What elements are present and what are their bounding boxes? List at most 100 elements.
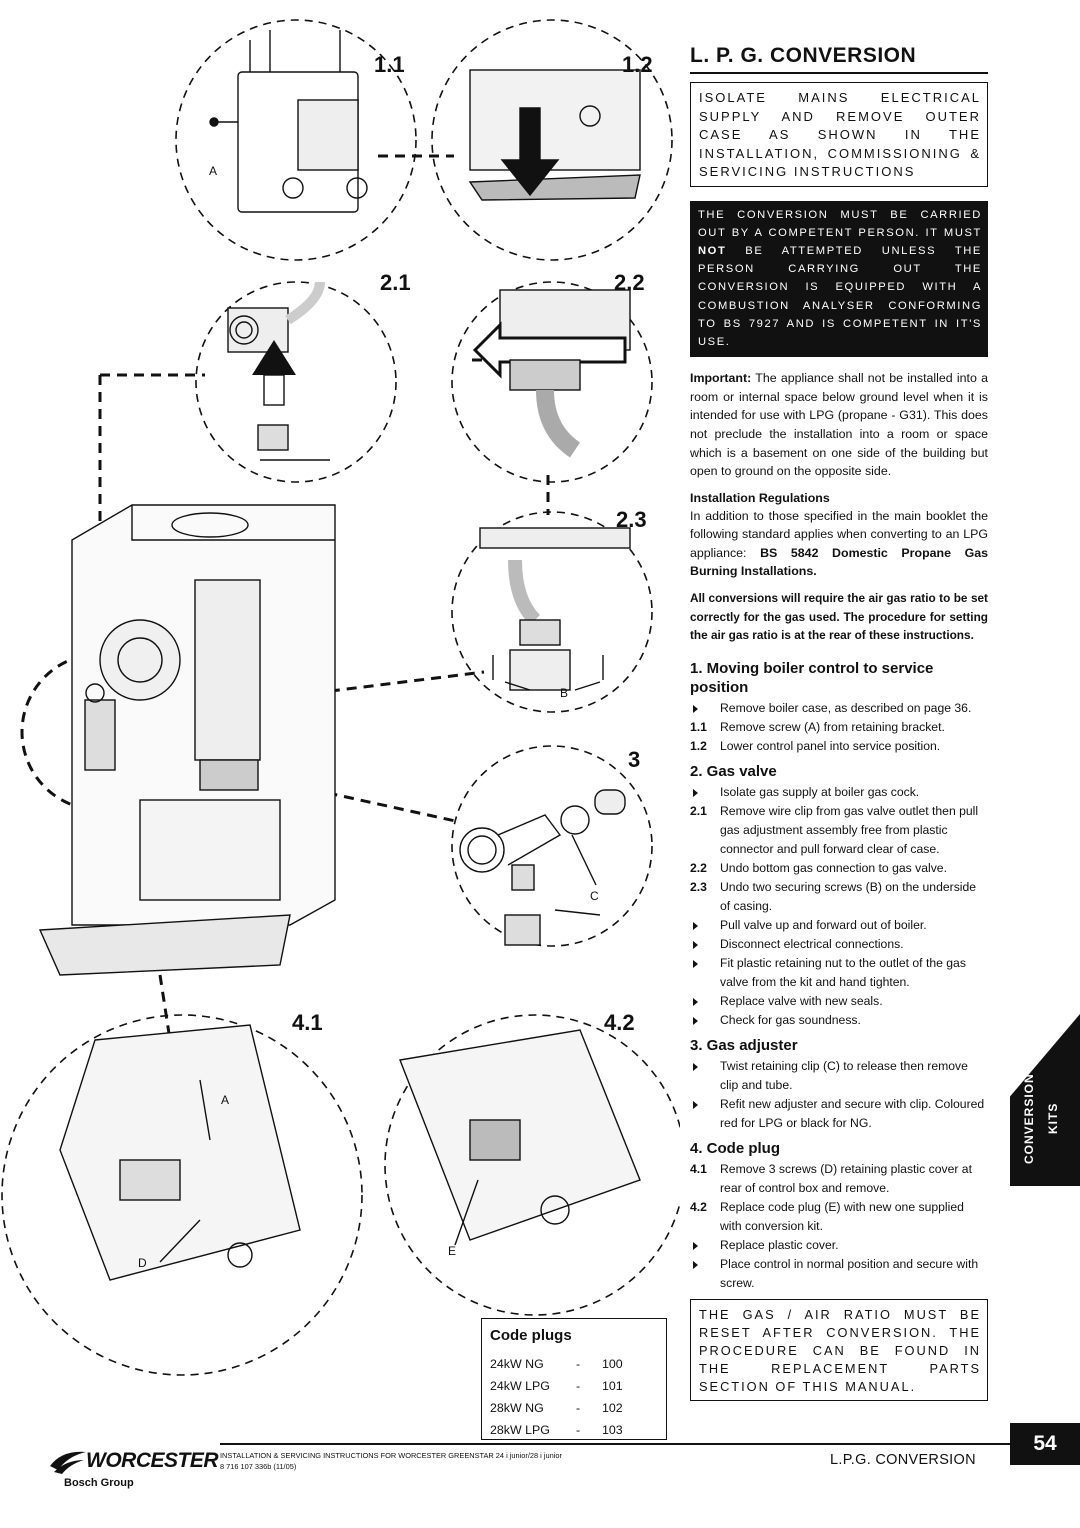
step-item: 2.1 Remove wire clip from gas valve outle… bbox=[690, 802, 988, 859]
step-text: Lower control panel into service positio… bbox=[720, 738, 941, 753]
bullet-arrow-icon bbox=[693, 1016, 698, 1025]
code-plug-row: 24kW LPG-101 bbox=[490, 1375, 642, 1397]
step-number: 2.2 bbox=[690, 860, 707, 875]
warning-text-before: THE CONVERSION MUST BE CARRIED OUT BY A … bbox=[698, 208, 982, 239]
step-text: Check for gas soundness. bbox=[720, 1012, 861, 1027]
step-number: 2.1 bbox=[690, 803, 707, 818]
code-plugs-box: Code plugs 24kW NG - 100 24kW LPG-101 28kW N… bbox=[481, 1318, 667, 1440]
regs-body: In addition to those specified in the ma… bbox=[690, 508, 988, 560]
code-plug-model: 24kW LPG bbox=[490, 1379, 550, 1393]
worcester-logo-icon bbox=[50, 1451, 86, 1474]
step-item: 1.2 Lower control panel into service posi… bbox=[690, 737, 988, 756]
step-text: Refit new adjuster and secure with clip.… bbox=[720, 1096, 985, 1130]
section-heading: 4. Code plug bbox=[690, 1139, 780, 1157]
footer-doc-title: INSTALLATION & SERVICING INSTRUCTIONS FO… bbox=[220, 1451, 562, 1460]
step-text: Twist retaining clip (C) to release then… bbox=[720, 1058, 968, 1092]
step-label-1-2: 1.2 bbox=[622, 52, 653, 77]
page-number: 54 bbox=[1010, 1423, 1080, 1465]
instructions-column: L. P. G. CONVERSION ISOLATE MAINS ELECTR… bbox=[690, 44, 988, 1401]
code-plug-code: 102 bbox=[602, 1401, 623, 1415]
brand-group: Bosch Group bbox=[64, 1477, 134, 1489]
bullet-arrow-icon bbox=[693, 997, 698, 1006]
code-plug-model: 24kW NG bbox=[490, 1357, 544, 1371]
bullet-arrow-icon bbox=[693, 921, 698, 930]
section-heading: 1. Moving boiler control to service posi… bbox=[690, 659, 934, 696]
step-list: Isolate gas supply at boiler gas cock.2.… bbox=[690, 783, 988, 1030]
step-text: Remove screw (A) from retaining bracket. bbox=[720, 719, 945, 734]
page-title: L. P. G. CONVERSION bbox=[690, 44, 988, 74]
step-text: Replace plastic cover. bbox=[720, 1237, 839, 1252]
step-number: 1.2 bbox=[690, 738, 707, 753]
regs-standard: BS 5842 Domestic Propane Gas Burning Ins… bbox=[690, 545, 988, 579]
footer-rule bbox=[220, 1443, 1010, 1445]
code-plug-row: 28kW LPG-103 bbox=[490, 1419, 642, 1441]
step-label-2-3: 2.3 bbox=[616, 507, 647, 532]
callout-c: C bbox=[590, 889, 599, 903]
section-heading: 3. Gas adjuster bbox=[690, 1036, 798, 1054]
step-item: 1.1 Remove screw (A) from retaining brack… bbox=[690, 718, 988, 737]
step-text: Replace code plug (E) with new one suppl… bbox=[720, 1199, 964, 1233]
step-label-1-1: 1.1 bbox=[374, 52, 405, 77]
step-item: Replace plastic cover. bbox=[690, 1236, 988, 1255]
regs-text: In addition to those specified in the ma… bbox=[690, 507, 988, 581]
code-plug-code: 103 bbox=[602, 1423, 623, 1437]
section-tab: CONVERSION KITS bbox=[1010, 1014, 1080, 1186]
warning-text-after: BE ATTEMPTED UNLESS THE PERSON CARRYING … bbox=[698, 244, 982, 348]
step-item: Refit new adjuster and secure with clip.… bbox=[690, 1095, 988, 1133]
bullet-arrow-icon bbox=[693, 1260, 698, 1269]
important-text: The appliance shall not be installed int… bbox=[690, 371, 988, 479]
step-label-2-2: 2.2 bbox=[614, 270, 645, 295]
step-text: Replace valve with new seals. bbox=[720, 993, 883, 1008]
reset-ratio-notice: THE GAS / AIR RATIO MUST BE RESET AFTER … bbox=[690, 1298, 988, 1401]
section-tab-line1: CONVERSION bbox=[1022, 1073, 1036, 1164]
competent-person-warning: THE CONVERSION MUST BE CARRIED OUT BY A … bbox=[690, 200, 988, 358]
step-label-4-1: 4.1 bbox=[292, 1010, 323, 1035]
callout-d: D bbox=[138, 1256, 147, 1270]
step-text: Place control in normal position and sec… bbox=[720, 1256, 979, 1290]
bullet-arrow-icon bbox=[693, 1062, 698, 1071]
step-text: Disconnect electrical connections. bbox=[720, 936, 904, 951]
step-item: Fit plastic retaining nut to the outlet … bbox=[690, 954, 988, 992]
step-number: 2.3 bbox=[690, 879, 707, 894]
isolate-notice: ISOLATE MAINS ELECTRICAL SUPPLY AND REMO… bbox=[690, 82, 988, 187]
callout-b: B bbox=[560, 686, 569, 700]
step-number: 4.2 bbox=[690, 1199, 707, 1214]
step-text: Fit plastic retaining nut to the outlet … bbox=[720, 955, 966, 989]
step-item: Remove boiler case, as described on page… bbox=[690, 699, 988, 718]
brand-name: WORCESTER bbox=[86, 1449, 219, 1472]
step-text: Pull valve up and forward out of boiler. bbox=[720, 917, 927, 932]
code-plug-row: 24kW NG - 100 bbox=[490, 1353, 642, 1375]
step-list: Remove boiler case, as described on page… bbox=[690, 699, 988, 756]
step-item: 2.3 Undo two securing screws (B) on the u… bbox=[690, 878, 988, 916]
step-label-4-2: 4.2 bbox=[604, 1010, 635, 1035]
step-item: Isolate gas supply at boiler gas cock. bbox=[690, 783, 988, 802]
bullet-arrow-icon bbox=[693, 959, 698, 968]
step-text: Remove boiler case, as described on page… bbox=[720, 700, 972, 715]
code-plug-model: 28kW LPG bbox=[490, 1423, 550, 1437]
step-list: Twist retaining clip (C) to release then… bbox=[690, 1057, 988, 1133]
footer-section: L.P.G. CONVERSION bbox=[830, 1452, 976, 1468]
important-note: Important: The appliance shall not be in… bbox=[690, 369, 988, 481]
footer-doc-code: 8 716 107 336b (11/05) bbox=[220, 1462, 297, 1471]
code-plug-code: 100 bbox=[602, 1357, 623, 1371]
step-label-3: 3 bbox=[628, 747, 641, 772]
step-text: Remove wire clip from gas valve outlet t… bbox=[720, 803, 979, 856]
step-item: Disconnect electrical connections. bbox=[690, 935, 988, 954]
step-number: 1.1 bbox=[690, 719, 707, 734]
step-item: Check for gas soundness. bbox=[690, 1011, 988, 1030]
callout-e: E bbox=[448, 1244, 457, 1258]
warning-emphasis: NOT bbox=[698, 244, 727, 257]
bullet-arrow-icon bbox=[693, 788, 698, 797]
step-label-2-1: 2.1 bbox=[380, 270, 411, 295]
conversion-steps: 1. Moving boiler control to service posi… bbox=[690, 659, 988, 1293]
step-item: 4.2 Replace code plug (E) with new one su… bbox=[690, 1198, 988, 1236]
step-text: Undo two securing screws (B) on the unde… bbox=[720, 879, 977, 913]
code-plugs-title: Code plugs bbox=[490, 1327, 572, 1344]
code-plug-dash: - bbox=[576, 1357, 581, 1371]
bullet-arrow-icon bbox=[693, 1100, 698, 1109]
code-plug-model: 28kW NG bbox=[490, 1401, 544, 1415]
section-tab-line2: KITS bbox=[1046, 1102, 1060, 1134]
